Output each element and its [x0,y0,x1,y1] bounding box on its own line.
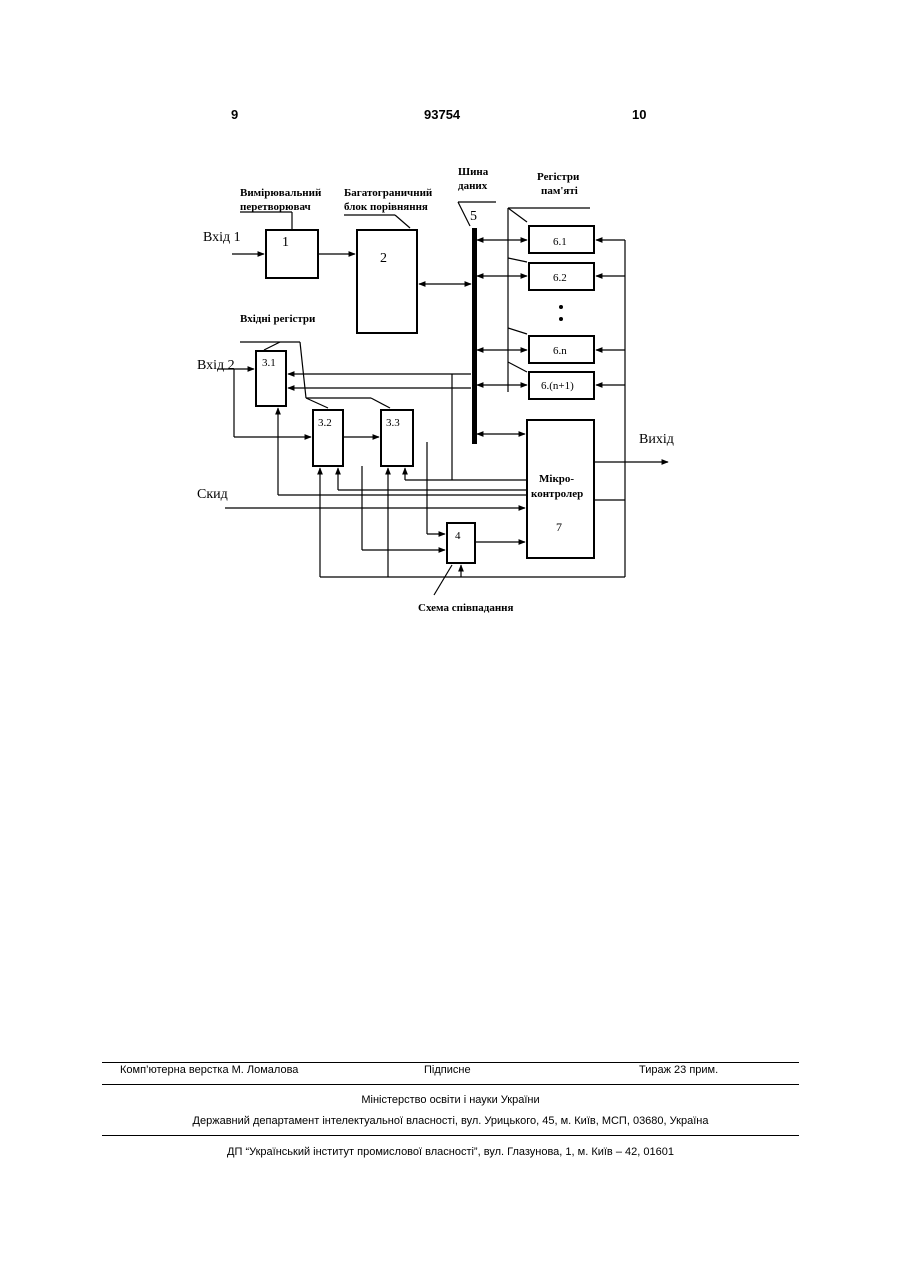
label-measuring-converter-2: перетворювач [240,201,311,213]
register-3-3-label: 3.3 [386,417,400,429]
label-data-bus-2: даних [458,180,488,192]
label-data-bus-1: Шина [458,166,489,178]
footer-ministry: Міністерство освіти і науки України [0,1094,901,1106]
memory-6-1-label: 6.1 [553,236,567,248]
label-microcontroller-2: контролер [531,488,583,500]
footer-rule-middle [102,1084,799,1085]
block-1-measuring-converter [266,230,318,278]
block-4-label: 4 [455,530,461,542]
memory-6-n1-label: 6.(n+1) [541,380,574,392]
label-multi-comparator-1: Багатограничний [344,187,433,199]
block-2-multi-comparator [357,230,417,333]
label-microcontroller-1: Мікро- [539,473,574,485]
label-memory-registers-2: пам'яті [541,185,578,197]
block-7-label: 7 [556,520,562,534]
label-multi-comparator-2: блок порівняння [344,201,428,213]
footer-department: Державний департамент інтелектуальної вл… [0,1115,901,1127]
block-2-label: 2 [380,251,387,266]
footer-rule-bottom [102,1135,799,1136]
block-1-label: 1 [282,235,289,250]
ellipsis-dot [559,317,563,321]
ellipsis-dot [559,305,563,309]
label-input-registers: Вхідні регістри [240,313,316,325]
label-coincidence-circuit: Схема співпадання [418,602,514,614]
memory-6-2-label: 6.2 [553,272,567,284]
label-input-2: Вхід 2 [197,358,235,373]
footer-layout: Комп’ютерна верстка М. Ломалова [120,1064,298,1076]
memory-6-n-label: 6.n [553,345,567,357]
label-measuring-converter-1: Вимірювальний [240,187,322,199]
footer-circulation: Тираж 23 прим. [639,1064,718,1076]
label-input-1: Вхід 1 [203,230,241,245]
footer-signed: Підписне [424,1064,471,1076]
label-output: Вихід [639,432,674,447]
label-memory-registers-1: Регістри [537,171,580,183]
register-3-2-label: 3.2 [318,417,332,429]
data-bus-5 [472,228,477,444]
footer-institute: ДП “Український інститут промислової вла… [0,1146,901,1158]
label-reset: Скид [197,487,228,502]
footer-rule-top [102,1062,799,1063]
block-4-coincidence [447,523,475,563]
block-diagram: 1 2 5 7 3.1 3.2 3.3 4 6.1 6.2 6.n 6.(n+1… [0,0,901,640]
bus-label: 5 [470,209,477,224]
register-3-1-label: 3.1 [262,357,276,369]
